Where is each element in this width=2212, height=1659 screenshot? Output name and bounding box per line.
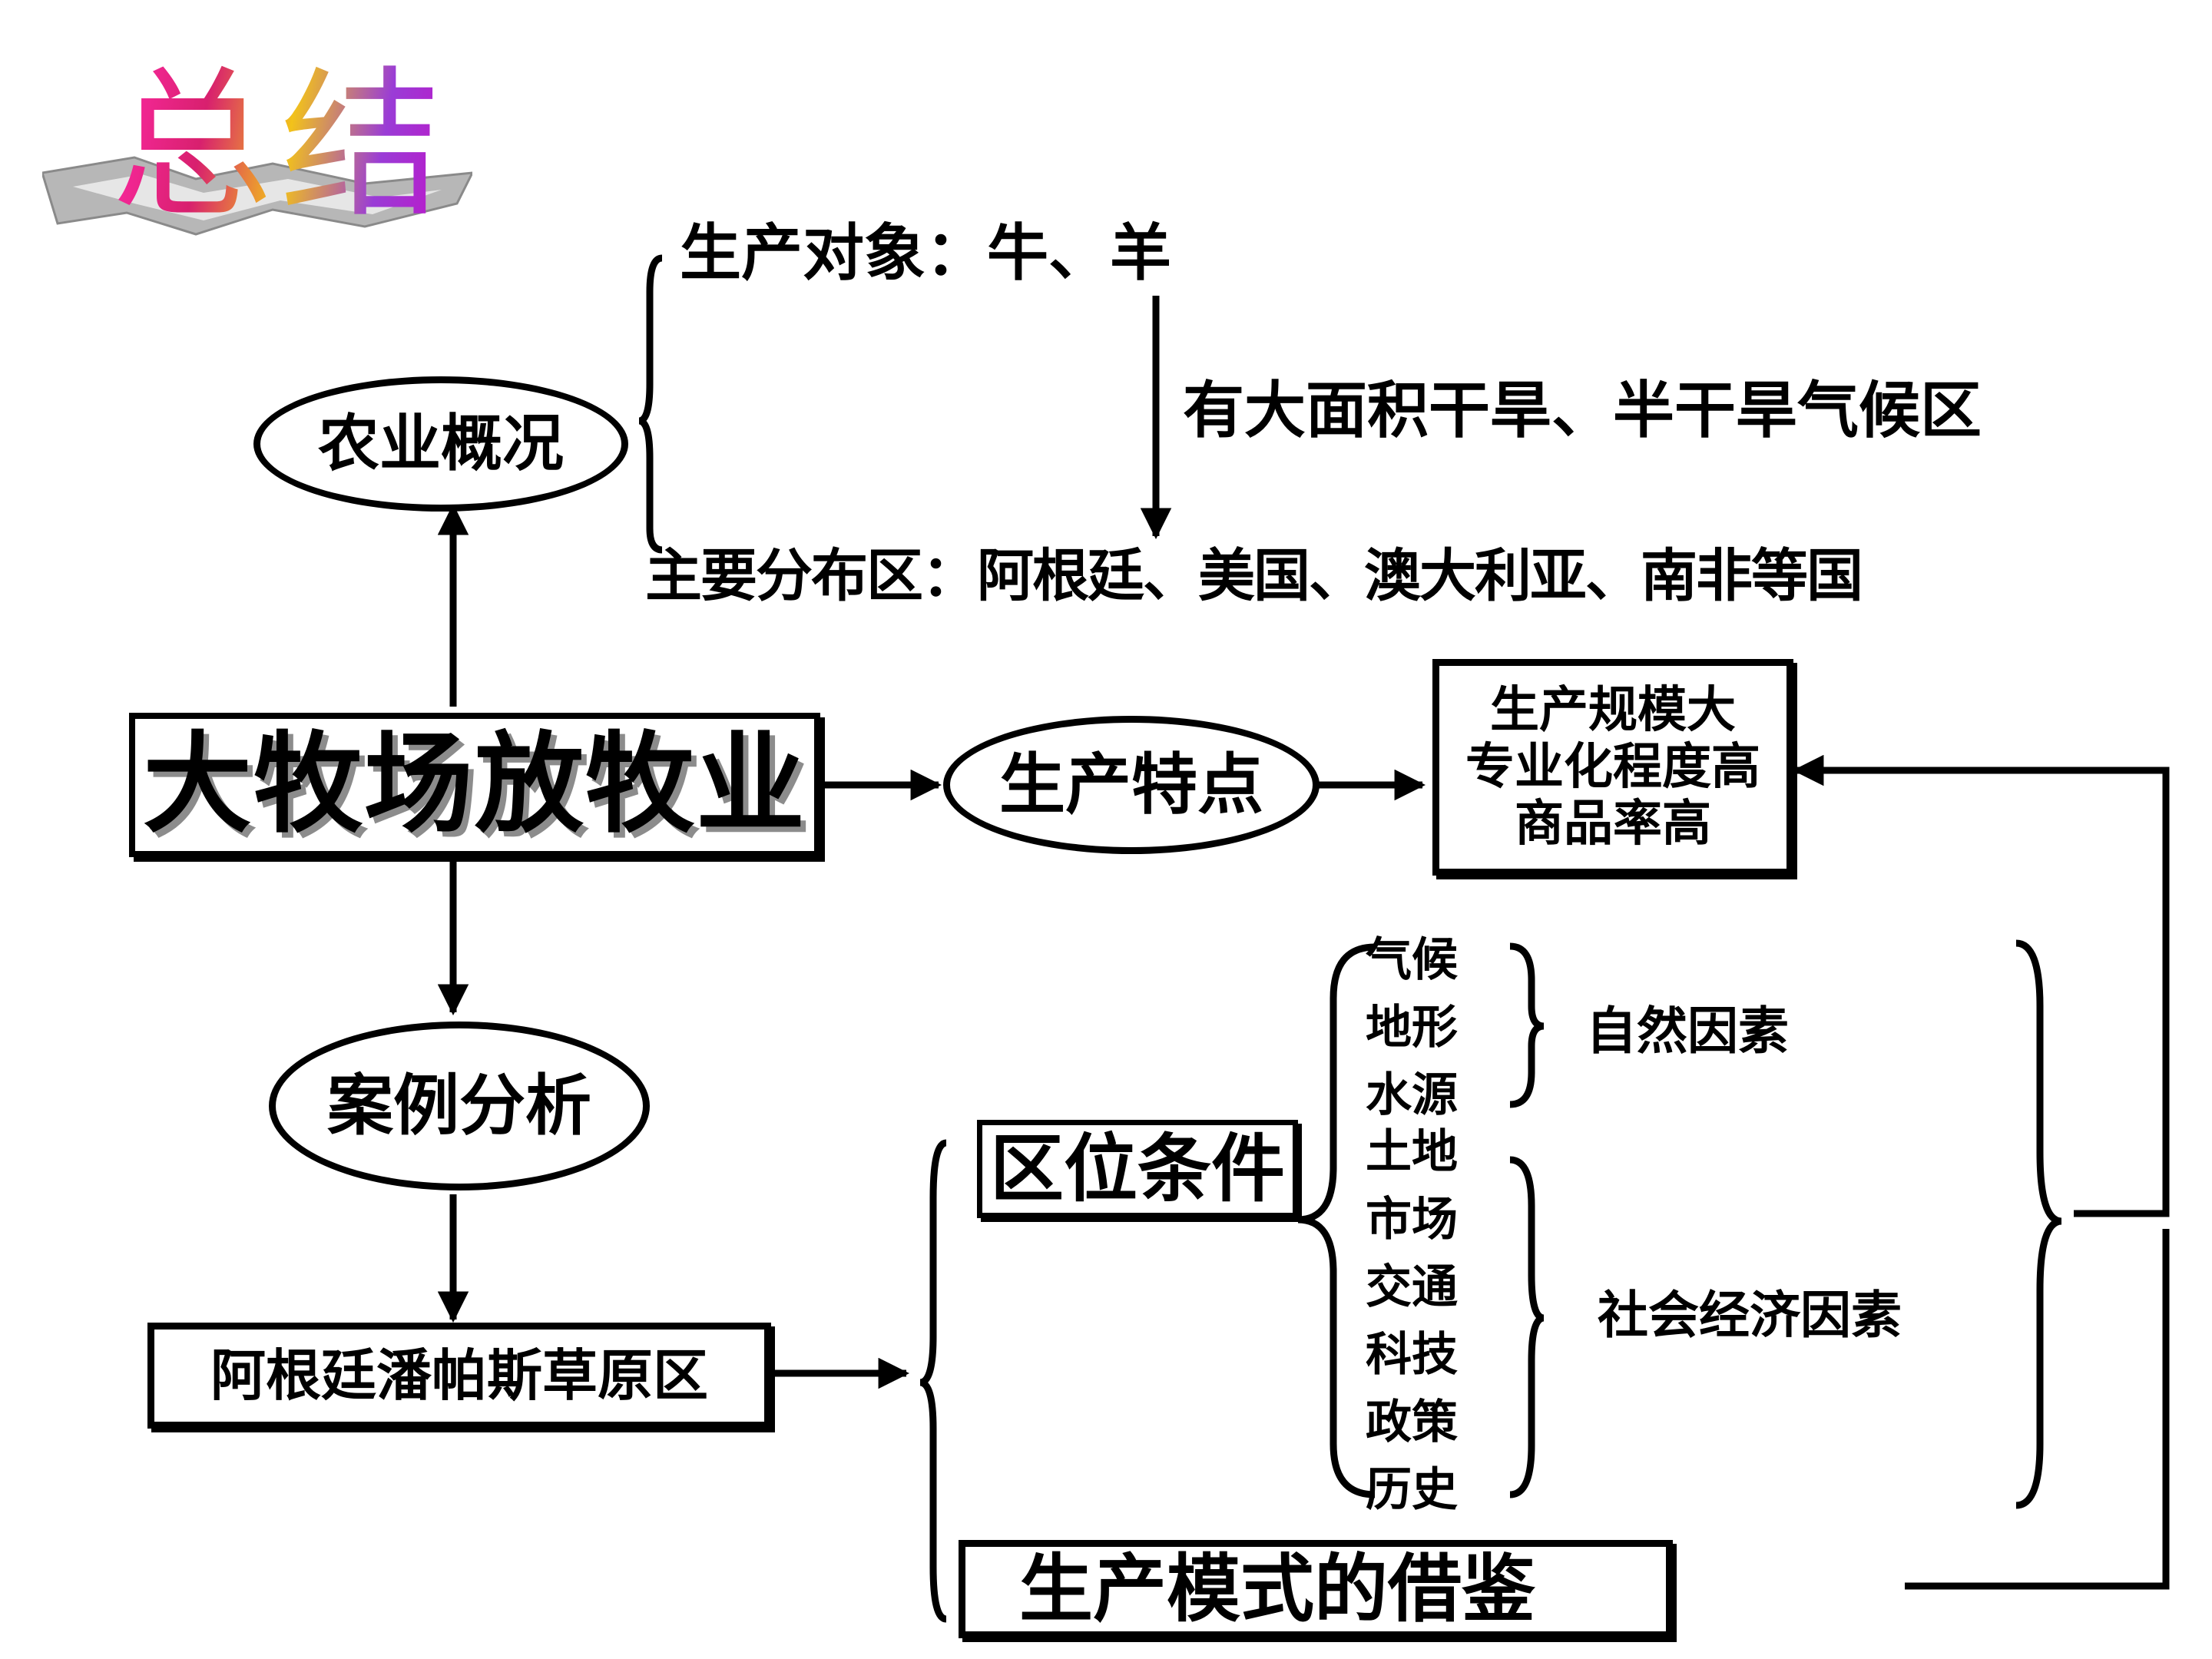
main-topic: 大牧场放牧业 [143, 721, 806, 848]
model-reference-label: 生产模式的借鉴 [1019, 1546, 1535, 1632]
title: 总结 [111, 51, 450, 240]
brace-right-large [2015, 939, 2062, 1509]
socioeconomic-factor-list: 土地 市场 交通 科技 政策 历史 [1366, 1129, 1458, 1513]
features-node: 生产特点 [943, 716, 1320, 854]
factor-land: 土地 [1366, 1125, 1458, 1179]
socioeconomic-factors-label: 社会经济因素 [1598, 1286, 1902, 1345]
region-box: 阿根廷潘帕斯草原区 [147, 1323, 771, 1429]
case-study-node: 案例分析 [269, 1022, 650, 1190]
brace-factors [1297, 943, 1376, 1498]
factor-history: 历史 [1366, 1463, 1458, 1517]
climate-reason: 有大面积干旱、半干旱气候区 [1183, 375, 1982, 446]
feature-box: 生产规模大 专业化程度高 商品率高 [1432, 659, 1793, 876]
brace-overview [638, 254, 663, 554]
brace-natural [1509, 942, 1545, 1108]
main-topic-box: 大牧场放牧业 [129, 713, 820, 857]
case-study-label: 案例分析 [327, 1068, 591, 1144]
factor-policy: 政策 [1366, 1396, 1458, 1449]
features-label: 生产特点 [999, 747, 1263, 823]
factor-market: 市场 [1366, 1193, 1458, 1247]
region-label: 阿根廷潘帕斯草原区 [210, 1343, 708, 1408]
location-conditions-label: 区位条件 [990, 1126, 1285, 1212]
brace-socioeconomic [1509, 1156, 1545, 1498]
distribution: 主要分布区：阿根廷、美国、澳大利亚、南非等国 [645, 543, 1863, 609]
production-object: 生产对象：牛、羊 [680, 217, 1171, 289]
factor-transport: 交通 [1366, 1260, 1458, 1314]
natural-factors-label: 自然因素 [1586, 1002, 1789, 1061]
factor-water: 水源 [1366, 1068, 1458, 1122]
factor-climate: 气候 [1366, 933, 1458, 987]
natural-factor-list: 气候 地形 水源 [1366, 937, 1458, 1118]
factor-technology: 科技 [1366, 1328, 1458, 1382]
feature-item-2: 专业化程度高 [1465, 739, 1760, 796]
feedback-loop-upper [1792, 754, 2170, 1217]
overview-node: 农业概况 [253, 376, 628, 512]
model-reference-box: 生产模式的借鉴 [959, 1540, 1673, 1638]
title-block: 总结 [42, 35, 503, 242]
feedback-loop [1905, 1229, 2170, 1590]
feature-item-3: 商品率高 [1515, 796, 1711, 853]
overview-label: 农业概况 [318, 408, 564, 479]
brace-case-large [919, 1139, 948, 1623]
title-shadow [42, 156, 472, 236]
feature-item-1: 生产规模大 [1490, 682, 1736, 739]
location-conditions-box: 区位条件 [977, 1120, 1298, 1218]
factor-terrain: 地形 [1366, 1001, 1458, 1055]
